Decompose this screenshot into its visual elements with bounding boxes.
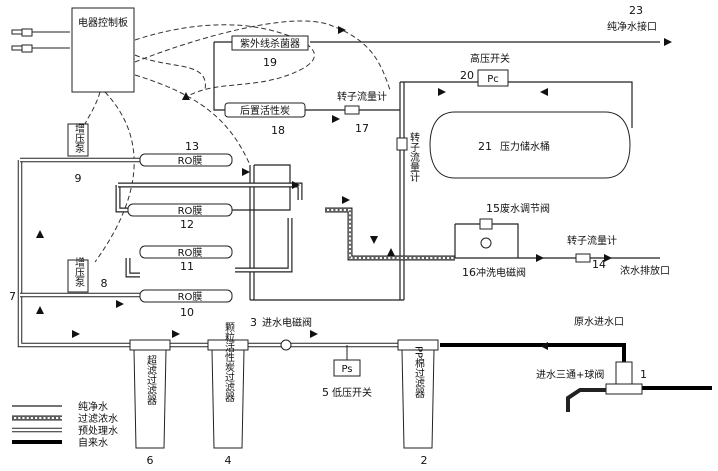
ro-11-label: RO膜 [178, 247, 203, 259]
ro-12-label: RO膜 [178, 205, 203, 217]
ro-13-label: RO膜 [178, 155, 203, 167]
legend-concentrate: 过滤浓水 [12, 412, 118, 425]
rotor-flowmeter-17: 转子流量计 17 [337, 90, 387, 135]
filter-carbon-number: 4 [225, 454, 232, 467]
high-pressure-switch: Pc 高压开关 20 [460, 52, 510, 87]
filter-ultra-label: 超滤过滤器 [145, 354, 157, 406]
pure-outlet-label: 纯净水接口 [607, 20, 657, 33]
legend-tap: 自来水 [12, 436, 108, 449]
legend-pure-label: 纯净水 [78, 400, 108, 413]
filter-ultrafiltration: 超滤过滤器 6 [129, 339, 171, 467]
rotor-flowmeter-14-number: 14 [592, 258, 606, 271]
tank-label: 压力储水桶 [500, 140, 550, 153]
lps-ps-label: Ps [341, 364, 352, 375]
booster-top-number: 9 [75, 172, 82, 185]
filter-granular-carbon: 颗粒活性炭过滤器 4 [207, 322, 249, 467]
ro-11-number: 11 [180, 260, 194, 273]
waste-adjust-label: 废水调节阀 [500, 202, 550, 215]
rotor-flowmeter-14: 转子流量计 14 [567, 234, 617, 271]
tap-water-pipe [440, 343, 712, 390]
control-board-label: 电器控制板 [78, 16, 128, 29]
flow-arrows [36, 26, 672, 350]
booster-bottom-number: 8 [101, 277, 108, 290]
inlet-solenoid-label: 进水电磁阀 [262, 316, 312, 329]
post-carbon-label: 后置活性炭 [240, 104, 290, 117]
hps-label: 高压开关 [470, 52, 510, 65]
booster-bottom-label: 增压泵 [73, 256, 85, 287]
concentrate-outlet-label: 浓水排放口 [620, 264, 670, 277]
legend-pretreated: 预处理水 [12, 425, 118, 437]
inlet-solenoid-number: 3 [250, 316, 257, 329]
tee-number: 1 [640, 368, 647, 381]
raw-water-inlet-label: 原水进水口 [574, 316, 624, 328]
lps-number: 5 [322, 386, 329, 399]
legend-pure: 纯净水 [12, 400, 108, 413]
pretreated-pipes [17, 157, 410, 348]
booster-top-label: 增压泵 [73, 122, 85, 153]
filter-pp-number: 2 [421, 454, 428, 467]
rotor-flowmeter-vertical-label: 转子流量计 [408, 131, 420, 183]
flush-valve-label: 冲洗电磁阀 [476, 266, 526, 279]
filter-pp-label: PP棉过滤器 [413, 346, 425, 399]
inlet-tee-ball-valve: 进水三通+球阀 1 [536, 361, 647, 412]
legend-concentrate-label: 过滤浓水 [78, 412, 118, 425]
inlet-solenoid-valve: 3 进水电磁阀 [250, 316, 312, 351]
ro-membrane-13: RO膜 13 [139, 140, 233, 167]
waste-adjust-valve: 15 废水调节阀 [479, 202, 550, 230]
rotor-flowmeter-vertical: 转子流量计 [396, 131, 420, 183]
filter-ultra-number: 6 [147, 454, 154, 467]
ro-10-number: 10 [180, 306, 194, 319]
flush-valve-number: 16 [462, 266, 476, 279]
ro-10-label: RO膜 [178, 291, 203, 303]
control-board: 电器控制板 [71, 7, 135, 93]
ro-membrane-11: RO膜 11 [139, 245, 233, 273]
legend-pretreated-label: 预处理水 [78, 425, 118, 437]
control-wires [81, 20, 391, 263]
hps-pc-label: Pc [487, 74, 499, 85]
lps-label: 低压开关 [332, 386, 372, 399]
legend: 纯净水 过滤浓水 预处理水 自来水 [12, 400, 118, 449]
ro-membrane-12: RO膜 12 [127, 203, 233, 231]
legend-tap-label: 自来水 [78, 436, 108, 449]
tank-number: 21 [478, 140, 492, 153]
ro-13-number: 13 [185, 140, 199, 153]
booster-pump-bottom: 增压泵 8 [67, 256, 108, 293]
uv-sterilizer-number: 19 [263, 56, 277, 69]
filter-carbon-label: 颗粒活性炭过滤器 [223, 322, 235, 403]
junction-number: 7 [9, 290, 16, 303]
hps-number: 20 [460, 69, 474, 82]
post-carbon-number: 18 [271, 124, 285, 137]
uv-sterilizer-label: 紫外线杀菌器 [240, 37, 300, 50]
filter-pp-cotton: PP棉过滤器 2 [397, 339, 439, 467]
tee-ball-valve-label: 进水三通+球阀 [536, 368, 604, 381]
pure-outlet-number: 23 [629, 4, 643, 17]
waste-adjust-number: 15 [486, 202, 500, 215]
power-plugs [11, 28, 70, 53]
rotor-flowmeter-14-label: 转子流量计 [567, 234, 617, 247]
low-pressure-switch: Ps 5 低压开关 [322, 345, 372, 399]
post-carbon-filter: 后置活性炭 18 [224, 102, 306, 137]
ro-membrane-10: RO膜 10 [139, 289, 233, 319]
booster-pump-top: 增压泵 9 [67, 122, 89, 185]
pressure-tank: 21 压力储水桶 [429, 111, 631, 179]
ro-12-number: 12 [180, 218, 194, 231]
rotor-flowmeter-17-number: 17 [355, 122, 369, 135]
flush-solenoid-valve: 16 冲洗电磁阀 [462, 237, 526, 279]
rotor-flowmeter-17-label: 转子流量计 [337, 90, 387, 103]
uv-sterilizer: 紫外线杀菌器 19 [231, 35, 309, 69]
